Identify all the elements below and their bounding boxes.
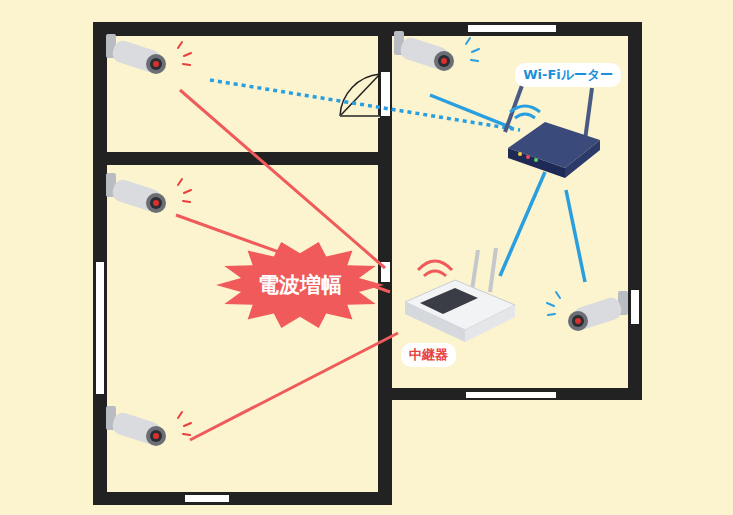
door bbox=[340, 74, 380, 116]
windows bbox=[96, 25, 639, 502]
node-text: 中継器 bbox=[409, 346, 448, 364]
camera-signals bbox=[178, 42, 191, 435]
wifi-lines bbox=[210, 80, 585, 282]
repeater bbox=[405, 248, 515, 342]
repeater-label: 中継器 bbox=[401, 343, 456, 367]
router-label: Wi-Fiルーター bbox=[515, 63, 621, 87]
signal-lines bbox=[176, 90, 398, 440]
cameras bbox=[106, 31, 628, 446]
node-text: Wi-Fiルーター bbox=[523, 66, 613, 84]
node-text: 電波増幅 bbox=[258, 271, 342, 299]
amplify-burst: 電波増幅 bbox=[215, 240, 385, 330]
wifi-router bbox=[505, 80, 600, 178]
walls bbox=[93, 22, 642, 505]
